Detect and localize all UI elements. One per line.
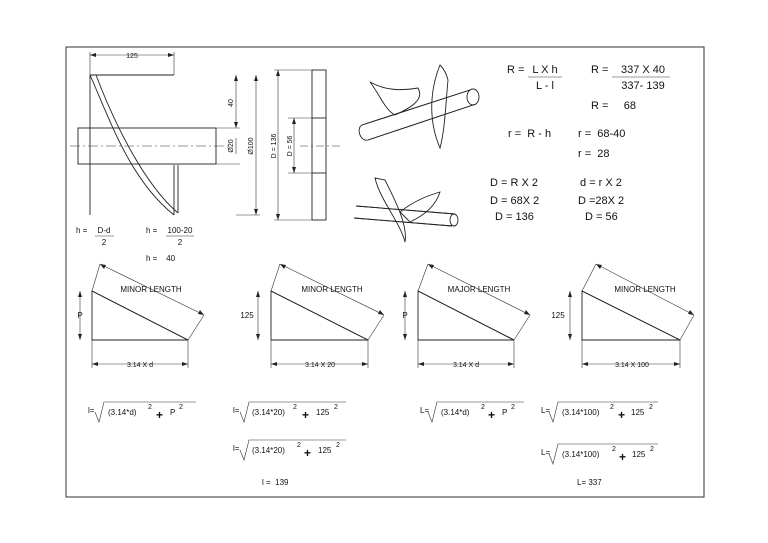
formula-5: L= (3.14*100) 2 + 125 2 <box>541 401 658 423</box>
small-r-substitution: r = 68-40 <box>578 128 625 140</box>
formula-3-rest: 125 <box>318 446 332 455</box>
formula-5-rest: 125 <box>631 408 645 417</box>
triangle-2-base-label: 3.14 X 20 <box>305 362 335 369</box>
formula-3-square-2: 2 <box>336 442 340 449</box>
D-substitution: D = 68X 2 <box>490 195 539 207</box>
formula-3: l= (3.14*20) 2 + 125 2 l = 139 <box>233 439 346 487</box>
formula-6: L= (3.14*100) 2 + 125 2 L= 337 <box>541 443 658 487</box>
R2-numerator: 337 X 40 <box>621 64 665 76</box>
formula-6-square: 2 <box>612 446 616 453</box>
sheet-border <box>65 46 705 498</box>
triangle-3-base-label: 3.14 X d <box>453 362 479 369</box>
formula-1-lhs: l= <box>88 406 95 415</box>
triangle-1-hypotenuse-label: MINOR LENGTH <box>120 285 182 294</box>
major-length-result: L= 337 <box>577 478 602 487</box>
formula-6-body: (3.14*100) <box>562 450 600 459</box>
R-result: R = 68 <box>591 100 636 112</box>
formula-2-lhs: l= <box>233 406 240 415</box>
formula-5-lhs: L= <box>541 406 550 415</box>
formula-6-square-2: 2 <box>650 446 654 453</box>
D-formula: D = R X 2 <box>490 177 538 189</box>
triangle-4-hypotenuse-label: MINOR LENGTH <box>614 285 676 294</box>
formula-4-square: 2 <box>481 404 485 411</box>
formula-1-square-2: 2 <box>179 404 183 411</box>
d-substitution: D =28X 2 <box>578 195 624 207</box>
isometric-screw-top <box>358 64 480 150</box>
triangle-4-side-label: 125 <box>551 311 565 320</box>
R-denominator: L - l <box>536 80 554 92</box>
dim-phi20: Ø20 <box>228 139 235 152</box>
dim-125: 125 <box>126 53 138 60</box>
formula-2-rest: 125 <box>316 408 330 417</box>
triangle-1: MINOR LENGTH P 3.14 X d <box>77 263 205 369</box>
formula-4-square-2: 2 <box>511 404 515 411</box>
formula-6-lhs: L= <box>541 448 550 457</box>
formula-1: l= (3.14*d) 2 + P 2 <box>88 401 196 423</box>
triangle-1-base-label: 3.14 X d <box>127 362 153 369</box>
formula-1-rest: P <box>170 408 175 417</box>
formula-5-body: (3.14*100) <box>562 408 600 417</box>
formula-2-plus: + <box>302 408 309 422</box>
triangle-2-side-label: 125 <box>240 311 254 320</box>
formula-4-plus: + <box>488 408 495 422</box>
h-num1: D-d <box>98 226 111 235</box>
d-formula: d = r X 2 <box>580 177 622 189</box>
triangle-4: MINOR LENGTH 125 3.14 X 100 <box>551 263 695 369</box>
h-eq2-label: h = <box>146 226 158 235</box>
small-r-formula: r = R - h <box>508 128 551 140</box>
flight-side-view: D = 136 D = 56 <box>271 69 340 221</box>
formula-3-lhs: l= <box>233 444 240 453</box>
formula-1-body: (3.14*d) <box>108 408 137 417</box>
triangle-2-hypotenuse-label: MINOR LENGTH <box>301 285 363 294</box>
small-r-result: r = 28 <box>578 148 610 160</box>
formula-4-lhs: L= <box>420 406 429 415</box>
flight-front-view: 125 40 Ø20 Ø100 <box>70 52 260 216</box>
formula-5-square: 2 <box>610 404 614 411</box>
dim-D56: D = 56 <box>287 135 294 156</box>
h-num2: 100-20 <box>168 226 193 235</box>
triangle-3-side-label: P <box>402 311 407 320</box>
formula-3-square: 2 <box>297 442 301 449</box>
dim-phi100: Ø100 <box>248 137 255 154</box>
formula-2-square: 2 <box>293 404 297 411</box>
isometric-screw-bottom <box>353 177 459 243</box>
triangle-3: MAJOR LENGTH P 3.14 X d <box>402 263 531 369</box>
radius-calculations: R = L X h L - l R = 337 X 40 337- 139 R … <box>490 64 670 223</box>
R2-denominator: 337- 139 <box>621 80 664 92</box>
dim-40: 40 <box>228 99 235 107</box>
R-lhs: R = <box>507 64 524 76</box>
formula-6-rest: 125 <box>632 450 646 459</box>
formula-5-plus: + <box>618 408 625 422</box>
formula-5-square-2: 2 <box>649 404 653 411</box>
formula-6-plus: + <box>619 450 626 464</box>
h-eq-label: h = <box>76 226 88 235</box>
triangle-3-hypotenuse-label: MAJOR LENGTH <box>448 285 511 294</box>
h-result: h = 40 <box>146 254 176 263</box>
formula-3-body: (3.14*20) <box>252 446 285 455</box>
formula-3-plus: + <box>304 446 311 460</box>
triangle-4-base-label: 3.14 X 100 <box>615 362 649 369</box>
h-den1: 2 <box>102 238 107 247</box>
h-den2: 2 <box>178 238 183 247</box>
h-formula: h = D-d 2 h = 100-20 2 h = 40 <box>76 226 194 263</box>
d-result: D = 56 <box>585 211 618 223</box>
R-numerator: L X h <box>532 64 557 76</box>
triangle-2: MINOR LENGTH 125 3.14 X 20 <box>240 263 385 369</box>
formula-4: L= (3.14*d) 2 + P 2 <box>420 401 524 423</box>
R2-lhs: R = <box>591 64 608 76</box>
triangle-1-side-label: P <box>77 311 82 320</box>
dim-D136: D = 136 <box>271 134 278 159</box>
formula-4-rest: P <box>502 408 507 417</box>
formula-2: l= (3.14*20) 2 + 125 2 <box>233 401 346 423</box>
formula-2-body: (3.14*20) <box>252 408 285 417</box>
formula-1-plus: + <box>156 408 163 422</box>
D-result: D = 136 <box>495 211 534 223</box>
formula-2-square-2: 2 <box>334 404 338 411</box>
formula-1-square: 2 <box>148 404 152 411</box>
minor-length-result: l = 139 <box>262 478 289 487</box>
formula-4-body: (3.14*d) <box>441 408 470 417</box>
